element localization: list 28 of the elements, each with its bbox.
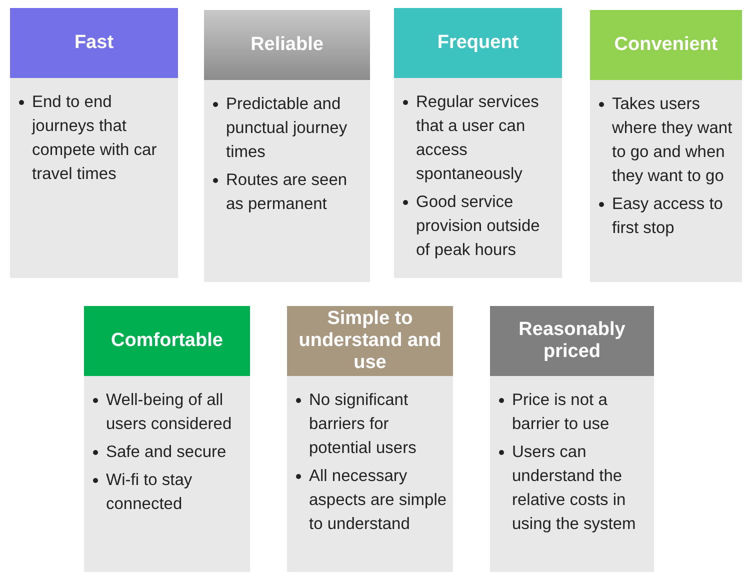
bullet-text: Wi-fi to stay connected xyxy=(106,468,244,516)
card-header: Simple to understand and use xyxy=(287,306,453,376)
bullet-text: Predictable and punctual journey times xyxy=(226,92,364,164)
bullet-text: Well-being of all users considered xyxy=(106,388,244,436)
bullet-text: End to end journeys that compete with car travel times xyxy=(32,90,172,186)
card-header: Fast xyxy=(10,8,178,78)
bullet-text: Users can understand the relative costs in using the system xyxy=(512,440,648,536)
bullet-text: Routes are seen as permanent xyxy=(226,168,364,216)
info-card xyxy=(394,8,562,278)
card-header: Frequent xyxy=(394,8,562,78)
bullet-text: Good service provision outside of peak hours xyxy=(416,190,556,262)
info-card xyxy=(204,10,370,282)
bullet-text: Regular services that a user can access spontaneously xyxy=(416,90,556,186)
card-header: Reliable xyxy=(204,10,370,80)
bullet-text: Safe and secure xyxy=(106,440,244,464)
bullet-text: All necessary aspects are simple to understand xyxy=(309,464,447,536)
bullet-text: Takes users where they want to go and when they want to go xyxy=(612,92,736,188)
card-header: Comfortable xyxy=(84,306,250,376)
info-card xyxy=(490,306,654,572)
info-card xyxy=(10,8,178,278)
card-header: Reasonably priced xyxy=(490,306,654,376)
bullet-text: Price is not a barrier to use xyxy=(512,388,648,436)
info-card xyxy=(84,306,250,572)
bullet-text: Easy access to first stop xyxy=(612,192,736,240)
bullet-text: No significant barriers for potential users xyxy=(309,388,447,460)
info-card xyxy=(590,10,742,282)
info-card xyxy=(287,306,453,572)
card-header: Convenient xyxy=(590,10,742,80)
